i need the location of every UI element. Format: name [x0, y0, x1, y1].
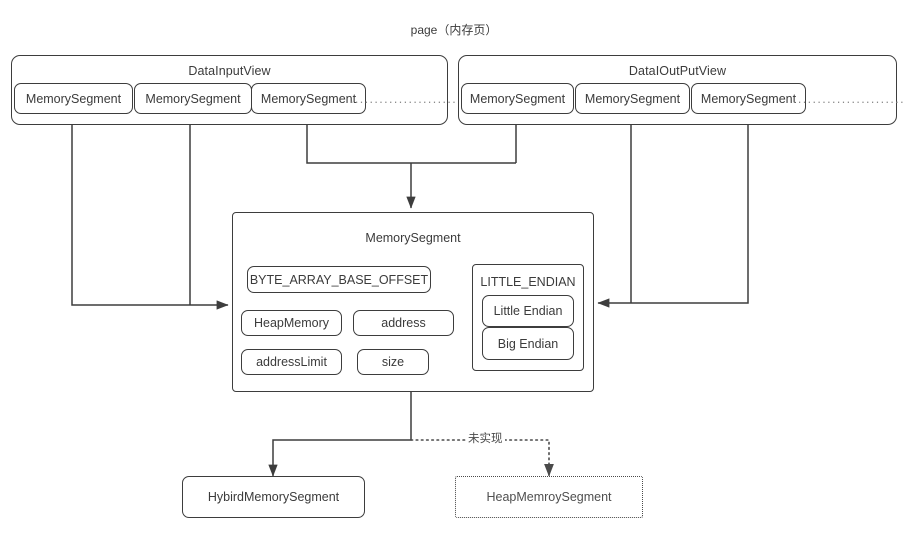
field-address-limit-label: addressLimit — [256, 355, 327, 369]
field-heap-memory[interactable]: HeapMemory — [241, 310, 342, 336]
output-memory-segment-2[interactable]: MemorySegment — [575, 83, 690, 114]
panel-title-data-output-view: DataIOutPutView — [628, 64, 727, 78]
input-memory-segment-3[interactable]: MemorySegment — [251, 83, 366, 114]
edge-output2-to-memorysegment — [597, 114, 749, 308]
heap-memory-segment-label: HeapMemroySegment — [486, 490, 612, 504]
memory-segment-title: MemorySegment — [365, 231, 461, 245]
field-byte-array-base-offset[interactable]: BYTE_ARRAY_BASE_OFFSET — [247, 266, 431, 293]
output-memory-segment-2-label: MemorySegment — [584, 91, 681, 106]
output-memory-segment-1-label: MemorySegment — [469, 91, 566, 106]
heap-memory-segment-box[interactable]: HeapMemroySegment — [455, 476, 643, 518]
input-memory-segment-2-label: MemorySegment — [145, 91, 241, 106]
little-endian-group-title: LITTLE_ENDIAN — [480, 275, 576, 289]
output-memory-segment-1[interactable]: MemorySegment — [461, 83, 574, 114]
output-ellipsis: ....................... — [792, 91, 906, 106]
field-size[interactable]: size — [357, 349, 429, 375]
output-memory-segment-3[interactable]: MemorySegment — [691, 83, 806, 114]
edge-input1-to-memorysegment — [71, 114, 229, 310]
field-address-label: address — [381, 316, 426, 330]
input-memory-segment-1-label: MemorySegment — [25, 91, 122, 106]
edge-label-not-implemented: 未实现 — [466, 430, 505, 446]
endian-option-big-label: Big Endian — [497, 336, 559, 351]
endian-option-little-label: Little Endian — [493, 304, 563, 318]
output-memory-segment-3-label: MemorySegment — [700, 91, 797, 106]
field-byte-array-base-offset-label: BYTE_ARRAY_BASE_OFFSET — [249, 272, 429, 287]
hybird-memory-segment-label: HybirdMemorySegment — [207, 490, 340, 504]
input-memory-segment-3-label: MemorySegment — [260, 91, 357, 106]
input-memory-segment-1[interactable]: MemorySegment — [14, 83, 133, 114]
edge-memorysegment-to-heap-dotted — [410, 439, 554, 477]
edge-memorysegment-to-hybird — [268, 392, 412, 477]
input-ellipsis: ....................... — [349, 91, 463, 106]
field-address[interactable]: address — [353, 310, 454, 336]
field-address-limit[interactable]: addressLimit — [241, 349, 342, 375]
endian-option-little[interactable]: Little Endian — [482, 295, 574, 327]
input-memory-segment-2[interactable]: MemorySegment — [134, 83, 252, 114]
endian-option-big[interactable]: Big Endian — [482, 327, 574, 360]
field-size-label: size — [381, 355, 405, 369]
edge-input3-to-junction — [306, 114, 516, 164]
panel-title-data-input-view: DataInputView — [188, 64, 271, 78]
hybird-memory-segment-box[interactable]: HybirdMemorySegment — [182, 476, 365, 518]
diagram-title: page（内存页） — [410, 23, 498, 37]
field-heap-memory-label: HeapMemory — [253, 316, 330, 330]
